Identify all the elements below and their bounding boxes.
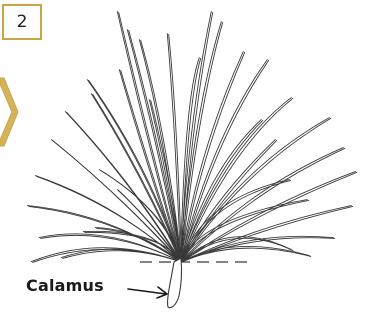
feather-barb [119,12,182,262]
feather-barb [181,238,334,262]
step-number-badge: 2 [2,4,42,40]
calamus-shaft [168,258,182,308]
feather-barb [53,140,182,262]
callout-leader-line [128,287,167,298]
feather-barb [181,236,334,262]
feather-barb [181,12,212,262]
calamus-label: Calamus [26,276,104,295]
